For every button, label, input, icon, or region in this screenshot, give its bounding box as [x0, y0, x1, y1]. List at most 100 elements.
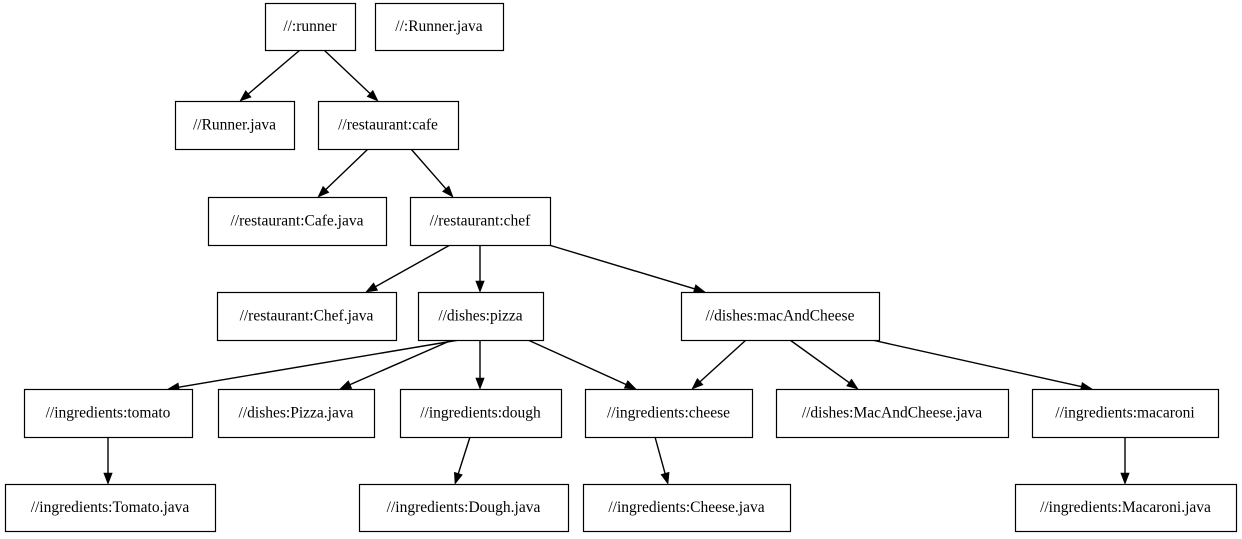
node-label: //ingredients:Tomato.java: [31, 499, 190, 516]
node-label: //dishes:Pizza.java: [239, 405, 354, 422]
node-box[interactable]: [358, 483, 570, 533]
node-box[interactable]: [207, 196, 388, 247]
edge-runner-to-restaurant_cafe: [323, 49, 379, 102]
node-box[interactable]: [374, 2, 505, 52]
edge-restaurant_cafe-to-restaurant_chef: [410, 148, 454, 198]
edge-ing_cheese-to-ing_cheese_java: [654, 436, 670, 485]
node-label: //ingredients:macaroni: [1055, 405, 1195, 422]
node-ing_tomato[interactable]: //ingredients:tomato: [23, 388, 194, 439]
edge-runner-to-runner_java: [239, 49, 301, 102]
node-label: //ingredients:cheese: [607, 405, 730, 422]
edge-shaft: [548, 244, 695, 290]
nodes-layer: //:runner //:Runner.java //Runner.java //re…: [4, 2, 1238, 533]
edge-dishes_macandcheese-to-dishes_macandcheese_java: [789, 339, 859, 390]
node-box[interactable]: [23, 388, 194, 439]
node-runner_java[interactable]: //Runner.java: [174, 100, 296, 151]
node-dishes_pizza[interactable]: //dishes:pizza: [417, 291, 545, 342]
node-restaurant_chef[interactable]: //restaurant:chef: [409, 196, 552, 247]
node-label: //:Runner.java: [395, 18, 483, 35]
node-label: //restaurant:cafe: [338, 117, 438, 134]
node-box[interactable]: [409, 196, 552, 247]
node-box[interactable]: [417, 291, 545, 342]
node-root_runner_java[interactable]: //:Runner.java: [374, 2, 505, 52]
node-restaurant_cafe_java[interactable]: //restaurant:Cafe.java: [207, 196, 388, 247]
edge-shaft: [527, 339, 627, 386]
node-label: //Runner.java: [193, 117, 276, 134]
node-label: //restaurant:chef: [430, 213, 532, 230]
node-ing_macaroni[interactable]: //ingredients:macaroni: [1031, 388, 1220, 439]
edge-ing_macaroni-to-ing_macaroni_java: [1120, 437, 1130, 485]
node-box[interactable]: [174, 100, 296, 151]
node-label: //dishes:MacAndCheese.java: [802, 405, 982, 422]
arrowhead-icon: [239, 90, 252, 102]
node-label: //dishes:macAndCheese: [706, 308, 855, 325]
edge-shaft: [247, 49, 301, 95]
edges-layer: [103, 49, 1130, 485]
node-label: //ingredients:Macaroni.java: [1040, 499, 1211, 516]
arrowhead-icon: [846, 378, 859, 390]
node-box[interactable]: [582, 483, 792, 533]
edge-shaft: [410, 148, 447, 190]
arrowhead-icon: [660, 471, 670, 485]
edge-restaurant_chef-to-restaurant_chef_java: [365, 244, 451, 293]
node-ing_dough_java[interactable]: //ingredients:Dough.java: [358, 483, 570, 533]
node-label: //ingredients:tomato: [46, 405, 171, 422]
edge-shaft: [178, 339, 460, 388]
node-ing_tomato_java[interactable]: //ingredients:Tomato.java: [4, 483, 217, 533]
node-ing_macaroni_java[interactable]: //ingredients:Macaroni.java: [1014, 483, 1238, 533]
node-box[interactable]: [1014, 483, 1238, 533]
edge-dishes_pizza-to-dishes_pizza_java: [339, 339, 453, 390]
edge-shaft: [457, 436, 471, 474]
arrowhead-icon: [339, 380, 353, 390]
edge-shaft: [375, 244, 451, 288]
arrowhead-icon: [691, 377, 704, 390]
arrowhead-icon: [623, 380, 637, 390]
node-runner[interactable]: //:runner: [264, 2, 357, 52]
node-label: //restaurant:Chef.java: [240, 308, 374, 325]
edge-dishes_pizza-to-ing_cheese: [527, 339, 637, 390]
arrowhead-icon: [475, 280, 485, 293]
node-ing_cheese_java[interactable]: //ingredients:Cheese.java: [582, 483, 792, 533]
node-restaurant_chef_java[interactable]: //restaurant:Chef.java: [216, 291, 398, 342]
node-box[interactable]: [775, 388, 1010, 439]
node-box[interactable]: [399, 388, 563, 439]
edge-ing_tomato-to-ing_tomato_java: [103, 437, 113, 485]
node-restaurant_cafe[interactable]: //restaurant:cafe: [317, 100, 460, 151]
node-label: //dishes:pizza: [438, 308, 522, 325]
node-label: //restaurant:Cafe.java: [231, 213, 364, 230]
edge-ing_dough-to-ing_dough_java: [454, 436, 471, 485]
arrowhead-icon: [366, 89, 379, 102]
node-box[interactable]: [317, 100, 460, 151]
arrowhead-icon: [442, 185, 454, 198]
node-box[interactable]: [216, 291, 398, 342]
arrowhead-icon: [103, 472, 113, 485]
edge-dishes_pizza-to-ing_tomato: [167, 339, 460, 392]
edge-restaurant_chef-to-dishes_macandcheese: [548, 244, 706, 294]
node-box[interactable]: [4, 483, 217, 533]
node-dishes_pizza_java[interactable]: //dishes:Pizza.java: [217, 388, 376, 439]
node-label: //ingredients:dough: [420, 405, 541, 422]
node-box[interactable]: [1031, 388, 1220, 439]
node-box[interactable]: [680, 291, 881, 342]
node-label: //ingredients:Cheese.java: [608, 499, 764, 516]
node-ing_dough[interactable]: //ingredients:dough: [399, 388, 563, 439]
node-box[interactable]: [264, 2, 357, 52]
arrowhead-icon: [692, 284, 706, 294]
node-ing_cheese[interactable]: //ingredients:cheese: [584, 388, 754, 439]
node-dishes_macandcheese_java[interactable]: //dishes:MacAndCheese.java: [775, 388, 1010, 439]
node-box[interactable]: [584, 388, 754, 439]
edge-shaft: [654, 436, 666, 474]
edge-shaft: [323, 49, 371, 94]
edge-shaft: [789, 339, 850, 384]
edge-dishes_macandcheese-to-ing_cheese: [691, 339, 747, 390]
arrowhead-icon: [475, 377, 485, 390]
edge-dishes_macandcheese-to-ing_macaroni: [871, 339, 1093, 392]
node-box[interactable]: [217, 388, 376, 439]
arrowhead-icon: [454, 471, 463, 485]
edge-dishes_pizza-to-ing_dough: [475, 340, 485, 390]
arrowhead-icon: [317, 185, 330, 198]
node-dishes_macandcheese[interactable]: //dishes:macAndCheese: [680, 291, 881, 342]
edge-shaft: [871, 339, 1082, 388]
